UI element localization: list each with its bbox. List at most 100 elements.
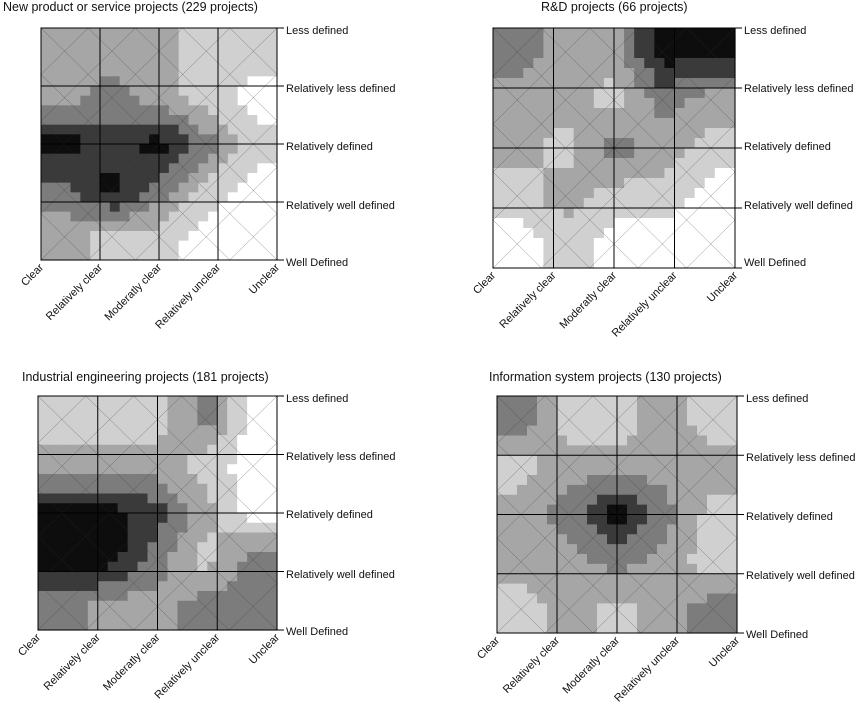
contour-cell	[41, 250, 52, 261]
contour-cell	[553, 248, 565, 259]
contour-cell	[597, 583, 608, 595]
contour-cell	[237, 444, 248, 456]
contour-cell	[527, 544, 538, 555]
contour-cell	[674, 128, 686, 139]
contour-cell	[159, 202, 170, 213]
contour-cell	[493, 48, 504, 59]
contour-cell	[674, 248, 686, 259]
contour-cell	[603, 178, 615, 189]
contour-cell	[727, 504, 738, 516]
contour-cell	[617, 435, 628, 446]
contour-cell	[60, 66, 72, 77]
contour-cell	[129, 144, 140, 155]
contour-cell	[47, 454, 59, 465]
contour-cell	[533, 58, 545, 69]
contour-cell	[139, 28, 150, 39]
contour-cell	[714, 98, 726, 109]
contour-cell	[237, 163, 249, 174]
contour-cell	[247, 57, 258, 68]
contour-cell	[513, 218, 524, 229]
contour-cell	[139, 134, 150, 145]
contour-cell	[523, 258, 534, 269]
contour-cell	[637, 524, 648, 535]
contour-cell	[257, 444, 268, 456]
contour-cell	[147, 532, 159, 543]
contour-cell	[593, 148, 605, 159]
contour-cell	[257, 37, 268, 48]
contour-cell	[577, 405, 588, 417]
contour-cell	[607, 603, 618, 614]
contour-cell	[517, 583, 528, 595]
contour-cell	[664, 178, 676, 189]
contour-cell	[523, 98, 534, 109]
contour-cell	[624, 198, 635, 209]
contour-cell	[149, 173, 160, 184]
contour-cell	[147, 483, 159, 495]
contour-cell	[90, 153, 101, 164]
contour-cell	[533, 258, 545, 269]
contour-cell	[707, 573, 718, 585]
contour-cell	[727, 425, 738, 437]
contour-cell	[257, 182, 268, 193]
contour-cell	[597, 475, 608, 486]
contour-cell	[267, 86, 278, 97]
contour-cell	[119, 182, 131, 193]
contour-cell	[697, 465, 708, 476]
contour-cell	[38, 542, 49, 553]
contour-cell	[70, 76, 81, 87]
contour-cell	[198, 76, 209, 87]
contour-cell	[583, 198, 595, 209]
contour-cell	[227, 28, 239, 39]
contour-cell	[603, 48, 615, 59]
contour-cell	[553, 128, 565, 139]
contour-cell	[127, 405, 139, 417]
contour-cell	[714, 118, 726, 129]
contour-cell	[129, 86, 140, 97]
contour-cell	[127, 425, 139, 436]
contour-cell	[60, 211, 72, 222]
contour-cell	[704, 248, 716, 259]
contour-cell	[257, 561, 268, 573]
contour-cell	[247, 542, 258, 553]
contour-cell	[187, 600, 198, 612]
contour-cell	[109, 250, 121, 261]
contour-cell	[583, 248, 595, 259]
contour-cell	[707, 415, 718, 427]
contour-cell	[129, 95, 140, 106]
contour-cell	[237, 620, 248, 631]
contour-cell	[77, 425, 89, 436]
contour-cell	[647, 475, 658, 486]
contour-cell	[90, 57, 101, 68]
contour-cell	[497, 445, 508, 456]
contour-cell	[687, 435, 698, 446]
contour-cell	[667, 494, 678, 506]
contour-cell	[41, 144, 52, 155]
contour-cell	[237, 581, 248, 592]
contour-cell	[178, 192, 190, 203]
contour-cell	[533, 138, 545, 149]
contour-cell	[41, 163, 52, 174]
contour-cell	[90, 221, 101, 232]
facet-line	[85, 536, 134, 584]
y-tick-label: Relatively less defined	[286, 451, 395, 463]
contour-cell	[50, 105, 62, 116]
contour-cell	[100, 182, 111, 193]
contour-cell	[90, 182, 101, 193]
contour-cell	[157, 503, 169, 514]
contour-cell	[583, 108, 595, 119]
contour-cell	[127, 435, 139, 446]
contour-cell	[87, 435, 99, 446]
contour-cell	[547, 603, 558, 614]
contour-cell	[247, 552, 258, 563]
contour-cell	[497, 435, 508, 446]
contour-cell	[654, 238, 666, 249]
contour-cell	[197, 454, 208, 465]
contour-cell	[563, 28, 575, 39]
contour-cell	[177, 454, 188, 465]
contour-cell	[634, 78, 645, 89]
contour-cell	[724, 198, 736, 209]
contour-cell	[567, 455, 578, 466]
plot-frame	[40, 27, 278, 261]
contour-cell	[707, 583, 718, 595]
contour-cell	[577, 514, 588, 525]
